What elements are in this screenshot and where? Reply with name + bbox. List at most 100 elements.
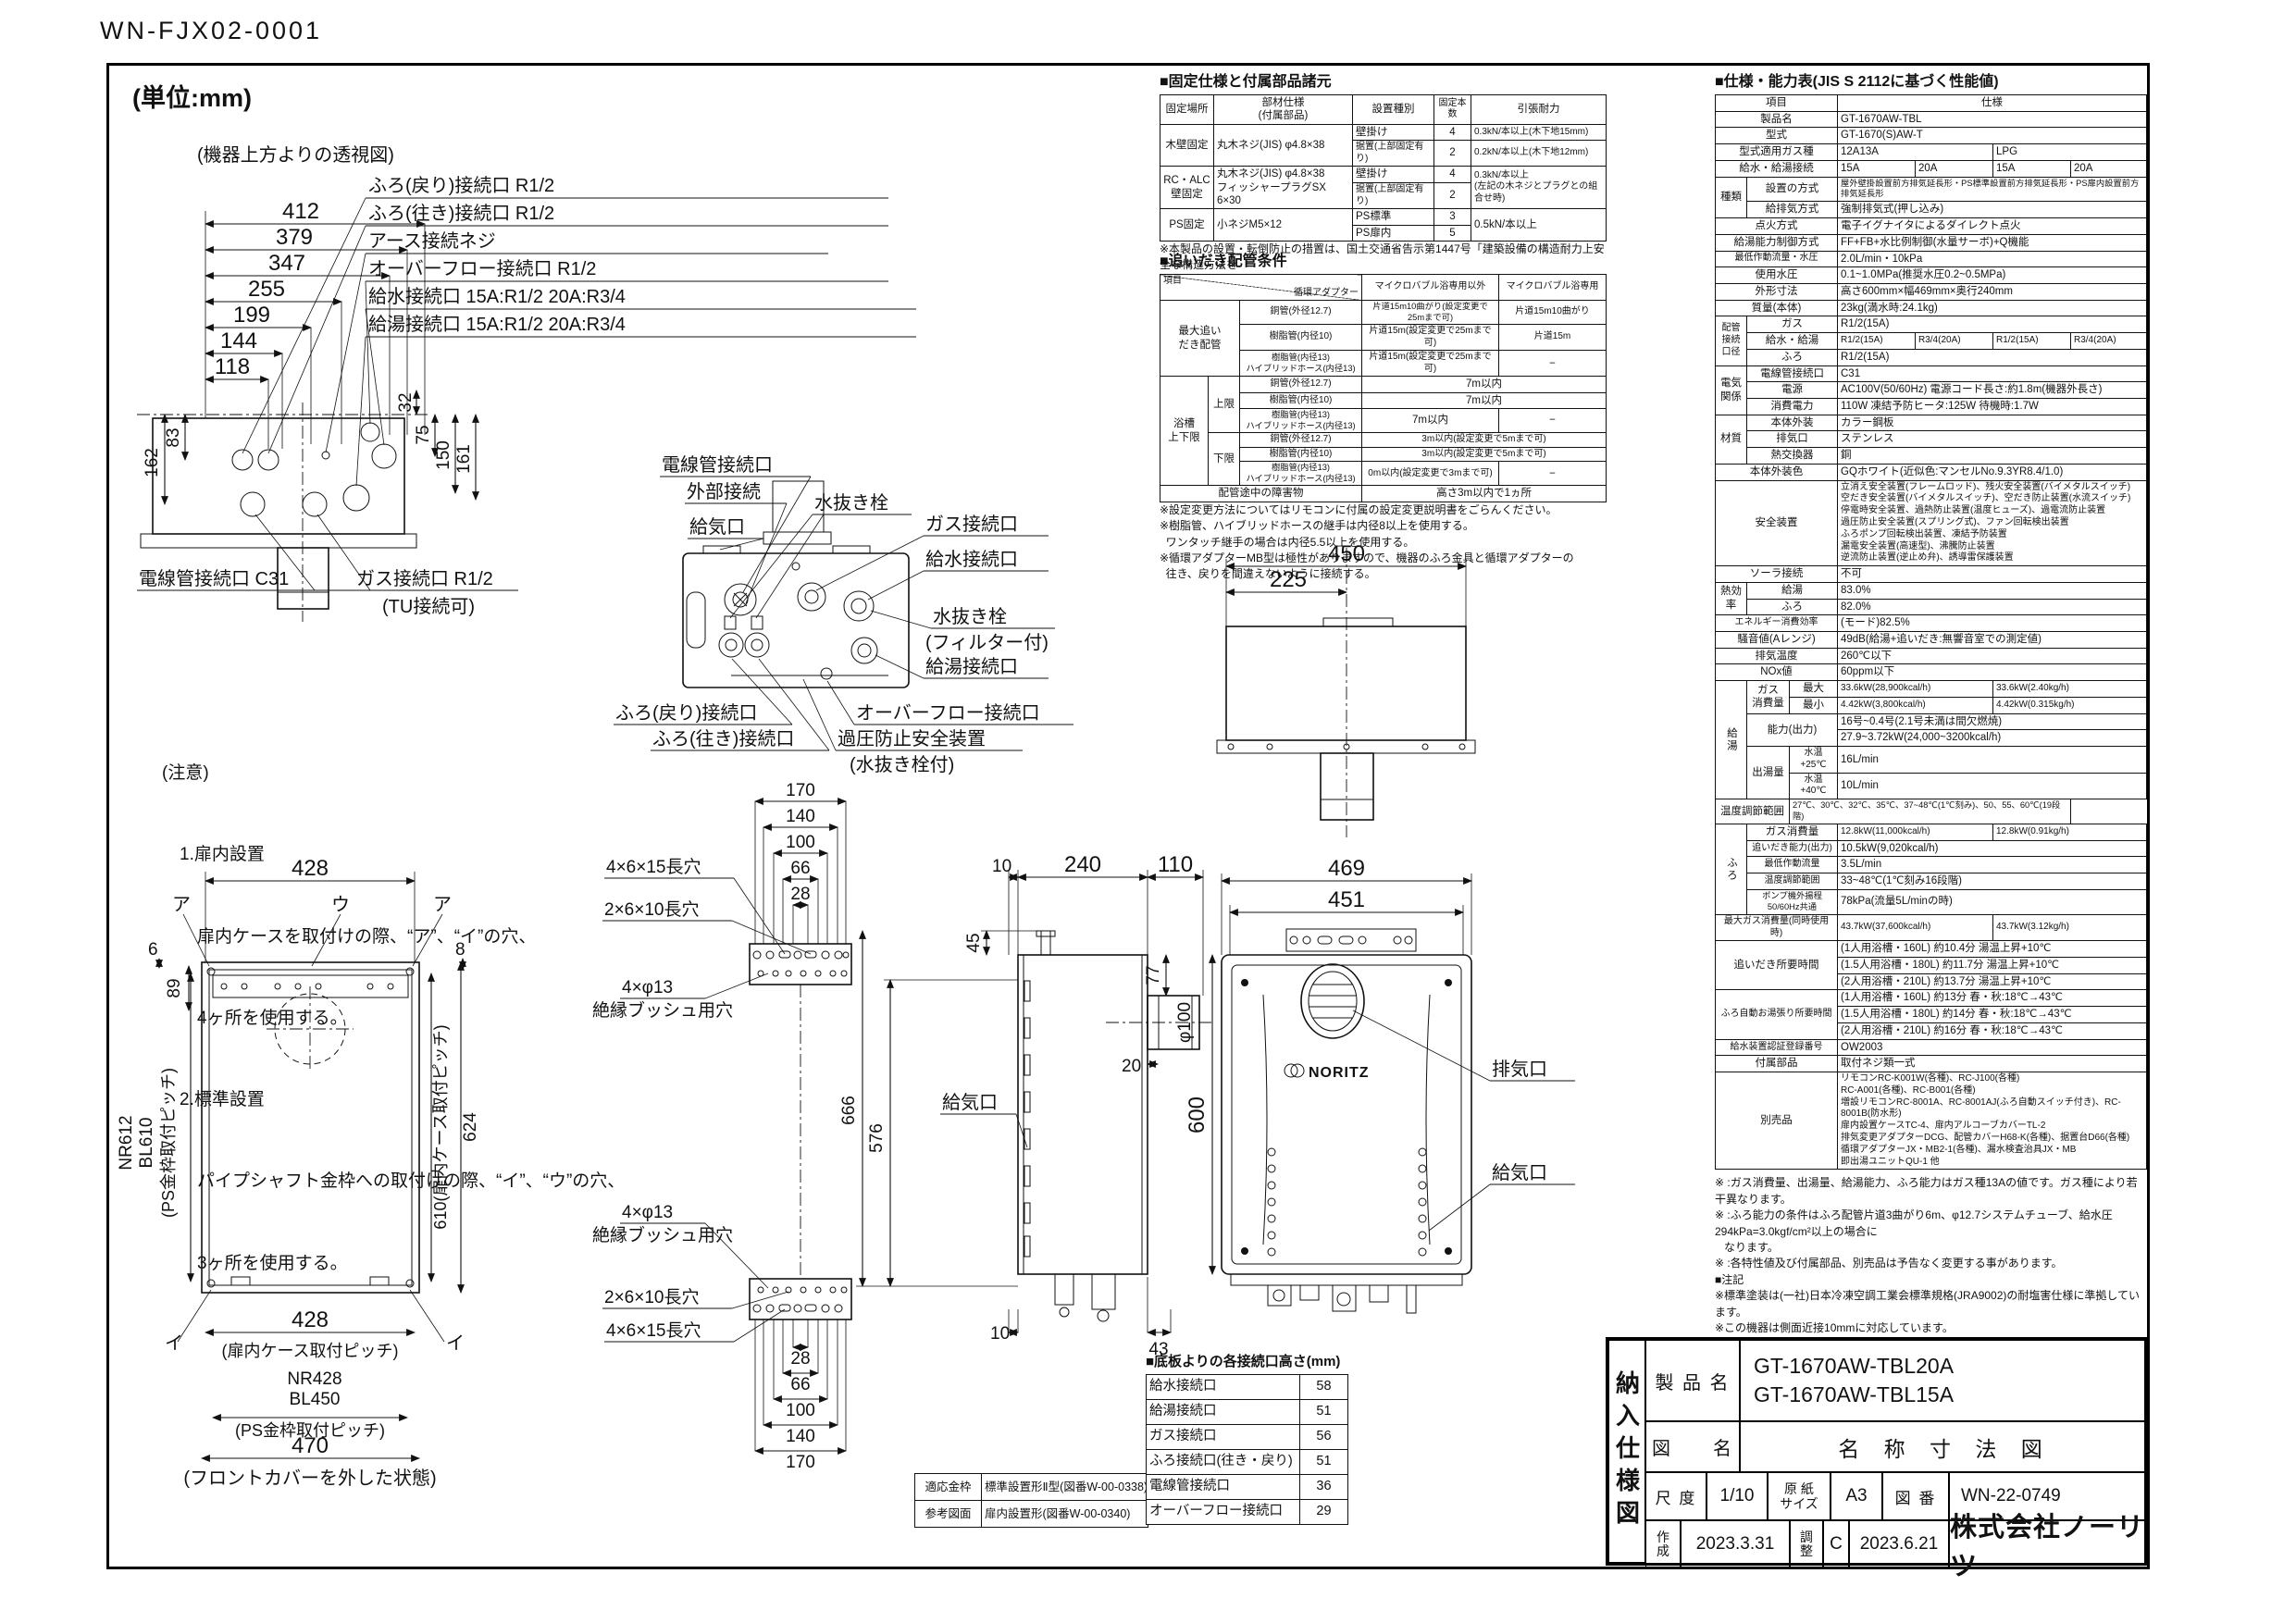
dim-140t: 140 (786, 807, 815, 826)
note-line: ※この機器は側面近接10mmに対応しています。 (1715, 1320, 1954, 1334)
dim-20: 20 (1122, 1057, 1141, 1076)
table-cell: 水温+25℃ (1789, 746, 1838, 774)
table-cell: 43.7kW(3.12kg/h) (1992, 913, 2147, 942)
table-cell: ガス接続口 (1146, 1424, 1300, 1450)
notice-line: 2.標準設置 (162, 1090, 265, 1110)
dim-170t: 170 (786, 781, 815, 800)
table-cell: 上限 (1208, 376, 1240, 434)
table-cell: ふろ (1715, 824, 1747, 915)
table-cell: 4 (1433, 123, 1471, 142)
hole-a2: ア (433, 895, 452, 915)
table-cell: 給水・給湯接続 (1715, 159, 1838, 178)
dim-412: 412 (282, 199, 319, 224)
table-cell: 最小 (1789, 696, 1838, 714)
table-cell: 型式適用ガス種 (1715, 143, 1838, 161)
label-air-inlet: 給気口 (689, 516, 745, 538)
table-cell: 最大ガス消費量(同時使用時) (1715, 913, 1838, 942)
adjusted-label: 調整 (1790, 1520, 1823, 1568)
table-cell: 片道15m(設定変更で25mまで可) (1361, 324, 1500, 352)
product-name-label: 製 品 名 (1645, 1340, 1740, 1421)
dim-118: 118 (215, 354, 250, 379)
drawing-no-value: WN-22-0749 (1949, 1472, 2150, 1520)
table-cell: ガス消費量 (1746, 824, 1838, 841)
dim-43: 43 (1148, 1340, 1168, 1359)
table-cell: 温度調節範囲 (1746, 873, 1838, 890)
dim-32: 32 (396, 392, 416, 412)
label-slot-6x15: 4×6×15長穴 (606, 857, 701, 877)
table-cell: 参考図面 (914, 1500, 982, 1528)
rearview-dims-bottom: イ イ 428 (扉内ケース取付ピッチ) NR428 BL450 (PS金枠取付… (165, 1289, 465, 1489)
table-cell: 適応金枠 (914, 1473, 982, 1501)
table-cell: 15A (1992, 159, 2071, 178)
dim-162: 162 (143, 448, 162, 477)
table-cell: − (1498, 407, 1607, 434)
table-cell: 7m以内 (1361, 376, 1607, 393)
bracket-plate-bottom (749, 1278, 852, 1320)
oidaki-notes: ※設定変更方法についてはリモコンに付属の設定変更説明書をごらんください。※樹脂管… (1160, 502, 1606, 583)
paper-label-line1: 原 紙 (1784, 1481, 1814, 1496)
topview-bottom-labels: 電線管接続口 C31 ガス接続口 R1/2 (TU接続可) (137, 514, 518, 617)
table-cell: 片道15m(設定変更で25mまで可) (1361, 350, 1500, 378)
table-cell: 部材仕様(付属部品) (1213, 94, 1353, 125)
table-cell: 設置の方式 (1746, 176, 1838, 203)
topview-side-dims: 162 83 32 75 150 161 (143, 390, 479, 505)
notice-line: パイプシャフト金枠への取付けの際、“イ”、“ウ”の穴、 (162, 1171, 626, 1192)
label-exhaust: 排気口 (1492, 1059, 1547, 1080)
table-cell: 20A (1915, 159, 1993, 178)
table-cell: PS扉内 (1352, 224, 1434, 242)
table-cell: 4.42kW(0.315kg/h) (1992, 696, 2147, 714)
dim-66b: 66 (790, 1375, 810, 1394)
table-cell: 23kg(満水時:24.1kg) (1837, 299, 2147, 317)
table-cell: ポンプ機外揚程50/60Hz共通 (1746, 888, 1838, 915)
notice-line: 1.扉内設置 (162, 845, 265, 865)
table-cell: 33.6kW(28,900kcal/h) (1837, 680, 1993, 698)
table-cell: 樹脂管(内径13)ハイブリッドホース(内径13) (1238, 461, 1363, 487)
heights-title: ■底板よりの各接続口高さ(mm) (1146, 1354, 1341, 1369)
label-furo-supply: ふろ(往き)接続口 (652, 728, 794, 750)
dim-144: 144 (220, 328, 257, 353)
label-relief-valve2: (水抜き栓付) (850, 754, 954, 775)
table-cell: AC100V(50/60Hz) 電源コード長さ:約1.8m(機器外長さ) (1837, 381, 2147, 399)
table-cell: R1/2(15A) (1837, 332, 1916, 350)
scale-label: 尺 度 (1645, 1472, 1706, 1520)
table-cell: 51 (1299, 1449, 1348, 1475)
table-cell: 銅管(外径12.7) (1238, 376, 1363, 393)
dim-199: 199 (233, 303, 270, 328)
table-cell: リモコンRC-K001W(各種)、RC-J100(各種)RC-A001(各種)、… (1837, 1072, 2147, 1171)
table-cell: R1/2(15A) (1837, 316, 2147, 334)
rearview-dims-top: 428 ア ウ ア 6 8 89 (148, 856, 466, 1011)
table-cell: 110W 凍結予防ヒータ:125W 待機時:1.7W (1837, 398, 2147, 415)
table-cell: 付属部品 (1715, 1055, 1838, 1073)
table-cell: 銅管(外径12.7) (1238, 299, 1363, 326)
drawing-name-value: 名 称 寸 法 図 (1740, 1421, 2150, 1472)
table-cell: 樹脂管(内径10) (1238, 391, 1363, 409)
table-cell: 49dB(給湯+追いだき:無響音室での測定値) (1837, 631, 2147, 649)
bracket-top-dims: 170 140 100 66 28 (754, 781, 847, 944)
table-cell: 給湯 (1715, 680, 1747, 800)
callout-furo-return: ふろ(戻り)接続口 R1/2 (368, 175, 554, 196)
label-610-pitch: 610(扉内ケース取付ピッチ) (431, 1024, 450, 1229)
table-cell: 標準設置形Ⅱ型(図番W-00-0338) (981, 1473, 1148, 1501)
label-slot-6x15-b: 4×6×15長穴 (606, 1320, 701, 1341)
product-model-20a: GT-1670AW-TBL20A (1754, 1353, 1955, 1378)
table-cell: 給湯能力制御方式 (1715, 233, 1838, 252)
noritz-logo: NORITZ (1309, 1065, 1370, 1081)
oidaki-section: ■追いだき配管条件 項目循環アダプターマイクロバブル浴専用以外マイクロバブル浴専… (1159, 248, 1607, 583)
dim-666: 666 (839, 1096, 859, 1125)
frontview-topview-body (1216, 548, 1476, 837)
table-cell: 立消え安全装置(フレームロッド)、残火安全装置(バイメタルスイッチ)空だき安全装… (1837, 479, 2147, 567)
table-cell: 給水・給湯 (1746, 332, 1838, 350)
drawing-frame (106, 63, 2150, 1569)
table-cell: 高さ3m以内で1ヵ所 (1361, 485, 1607, 502)
table-cell: (2人用浴槽・210L) 約16分 春・秋:18℃→43℃ (1837, 1022, 2147, 1040)
table-cell: 本体外装色 (1715, 463, 1838, 481)
dim-379: 379 (276, 225, 313, 250)
table-cell: 電気関係 (1715, 365, 1747, 415)
drawing-name-label: 図 名 (1645, 1421, 1740, 1472)
table-cell: 16号~0.4号(2.1号未満は間欠燃焼) (1837, 712, 2147, 731)
sideview-top-dims: 10 240 110 45 (964, 852, 1204, 996)
table-cell: 種類 (1715, 176, 1747, 219)
table-cell: 最低作動流量・水圧 (1715, 250, 1838, 268)
table-cell: − (1498, 461, 1607, 487)
